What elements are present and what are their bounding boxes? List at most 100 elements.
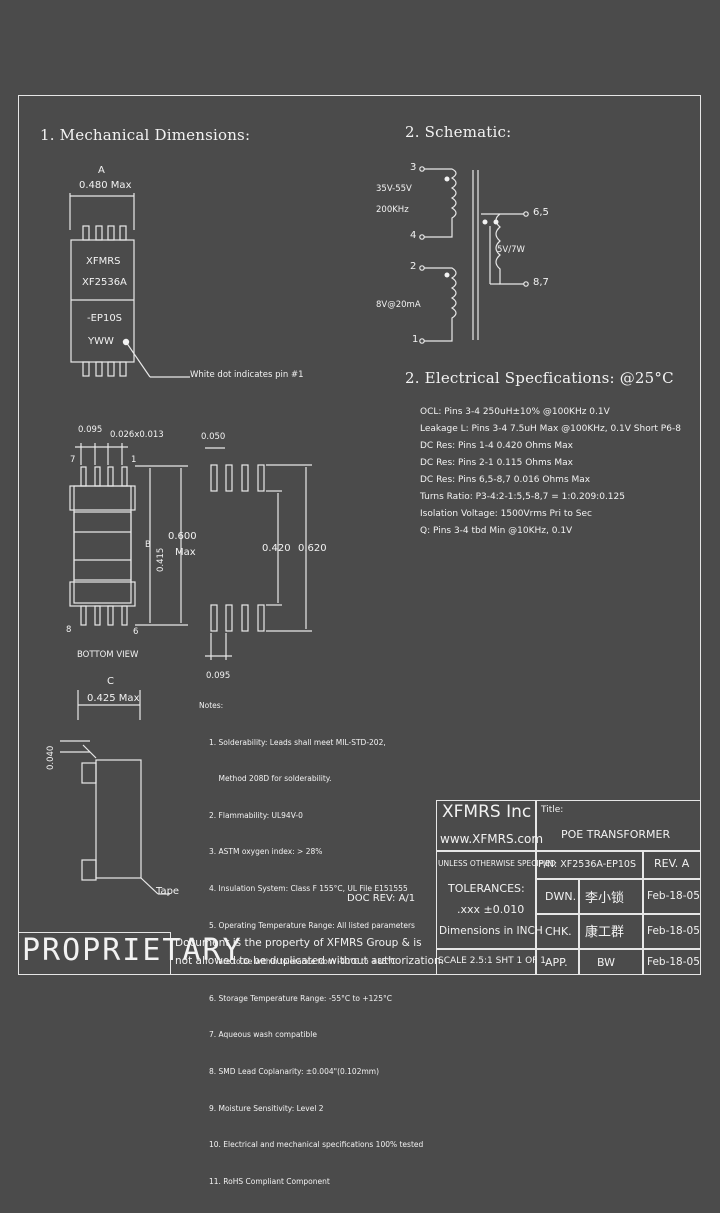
doc-rev: DOC REV: A/1 [347,893,416,904]
company-website: www.XFMRS.com [440,832,544,846]
note-line: Method 208D for solderability. [209,774,332,784]
note-line: 7. Aqueous wash compatible [209,1030,317,1040]
app-date-cell [643,949,701,975]
dimensions-unit: Dimensions in INCH [439,925,543,937]
schem-pin2: 2 [410,261,417,272]
scale-sheet: SCALE 2.5:1 SHT 1 OF 1 [438,956,546,966]
mechanical-heading: 1. Mechanical Dimensions: [40,126,251,144]
spec-line: Isolation Voltage: 1500Vrms Pri to Sec [420,509,592,519]
dim-c-label: C [107,676,114,687]
pitch-dim: 0.095 [78,425,103,435]
marking-1: XFMRS [86,256,121,267]
polarity-dot-icon [444,176,450,182]
rev-cell [643,851,701,879]
tape-label: Tape [156,886,180,897]
note-line: 2. Flammability: UL94V-0 [209,810,303,820]
spec-line: Leakage L: Pins 3-4 7.5uH Max @100KHz, 0… [420,424,681,434]
tolerance-cell [436,851,536,949]
pad-pitch-dim: 0.095 [206,671,231,681]
polarity-dot-icon [493,219,499,225]
spec-line: DC Res: Pins 2-1 0.115 Ohms Max [420,458,573,468]
pin-8-label: 8 [66,625,72,635]
spec-line: Q: Pins 3-4 tbd Min @10KHz, 0.1V [420,526,573,536]
bottom-view-label: BOTTOM VIEW [77,650,139,660]
mechanical-drawings [60,166,529,895]
dim-b-tol: 0.415 [156,547,166,572]
note-line: 8. SMD Lead Coplanarity: ±0.004"(0.102mm… [209,1067,379,1077]
note-line: 11. RoHS Compliant Component [209,1176,330,1186]
pn-cell [536,851,643,879]
spec-line: Turns Ratio: P3-4:2-1:5,5-8,7 = 1:0.209:… [420,492,625,502]
pin1-dot-icon [122,338,130,346]
standoff-dim: 0.040 [46,745,56,770]
spec-line: DC Res: Pins 6,5-8,7 0.016 Ohms Max [420,475,591,485]
primary-frequency: 200KHz [376,205,409,215]
part-number: P/N: XF2536A-EP10S [538,859,636,870]
title-cell [536,800,701,851]
schem-pin4: 4 [410,230,417,241]
unless-specified: UNLESS OTHERWISE SPECIFIED [438,859,556,868]
marking-4: YWW [88,336,114,347]
checked-date: Feb-18-05 [647,925,700,937]
marking-2: XF2536A [82,277,127,288]
drawing-frame [18,95,701,975]
scale-cell [436,949,536,975]
approved-date: Feb-18-05 [647,956,700,968]
note-line: 9. Moisture Sensitivity: Level 2 [209,1103,324,1113]
polarity-dot-icon [444,272,450,278]
chk-date-cell [643,914,701,949]
aux-rating: 8V@20mA [376,300,421,310]
pad-spacing-inner: 0.420 [262,543,291,554]
note-line: 10. Electrical and mechanical specificat… [209,1140,424,1150]
document-title: POE TRANSFORMER [561,828,671,841]
note-line: are to be within tolerance from -40°C to… [209,957,396,967]
pin-7-label: 7 [70,455,76,465]
note-line: 1. Solderability: Leads shall meet MIL-S… [209,737,386,747]
proprietary-line-2: not allowed to be duplicated without aut… [175,955,444,967]
dwn-sig-cell [579,879,643,914]
dwn-label-cell [536,879,579,914]
schematic-heading: 2. Schematic: [405,123,512,141]
note-line: 3. ASTM oxygen index: > 28% [209,847,323,857]
title-label: Title: [541,805,564,815]
spec-line: DC Res: Pins 1-4 0.420 Ohms Max [420,441,573,451]
drawn-signature: 李小锁 [585,891,625,906]
pin-1-label: 1 [131,455,137,465]
checked-label: CHK. [545,925,572,938]
note-line: 6. Storage Temperature Range: -55°C to +… [209,993,392,1003]
drawn-label: DWN. [545,890,577,903]
schem-pin87: 8,7 [533,277,549,288]
dim-b-label: B [145,540,151,550]
tolerances-label: TOLERANCES: [448,882,525,895]
proprietary-label: PROPRIETARY [22,933,243,968]
chk-sig-cell [579,914,643,949]
spec-line: OCL: Pins 3-4 250uH±10% @100KHz 0.1V [420,407,610,417]
pad-spacing-outer: 0.620 [298,543,327,554]
primary-voltage: 35V-55V [376,184,412,194]
approved-signature: BW [597,956,616,969]
note-line: 4. Insulation System: Class F 155°C, UL … [209,884,408,894]
dim-b-max: 0.600 [168,531,197,542]
pad-width-dim: 0.050 [201,432,226,442]
polarity-dot-icon [482,219,488,225]
proprietary-line-1: Document is the property of XFMRS Group … [175,937,422,949]
secondary-rating: 5V/7W [497,245,525,255]
schem-pin3: 3 [410,162,417,173]
chk-label-cell [536,914,579,949]
dim-a-value: 0.480 Max [79,180,132,191]
dim-b-max2: Max [175,547,196,558]
checked-signature: 康工群 [585,925,625,940]
company-cell [436,800,536,851]
note-line: 5. Operating Temperature Range: All list… [209,920,415,930]
schem-pin65: 6,5 [533,207,549,218]
approved-label: APP. [545,956,568,969]
white-dot-note: White dot indicates pin #1 [190,370,304,380]
marking-3: -EP10S [87,313,123,324]
pin-size-dim: 0.026x0.013 [110,430,164,440]
schem-pin1: 1 [412,334,419,345]
notes-heading: Notes: [199,701,224,710]
dim-c-value: 0.425 Max [87,693,140,704]
company-name: XFMRS Inc [442,802,532,822]
pin-6-label: 6 [133,627,139,637]
app-label-cell [536,949,579,975]
